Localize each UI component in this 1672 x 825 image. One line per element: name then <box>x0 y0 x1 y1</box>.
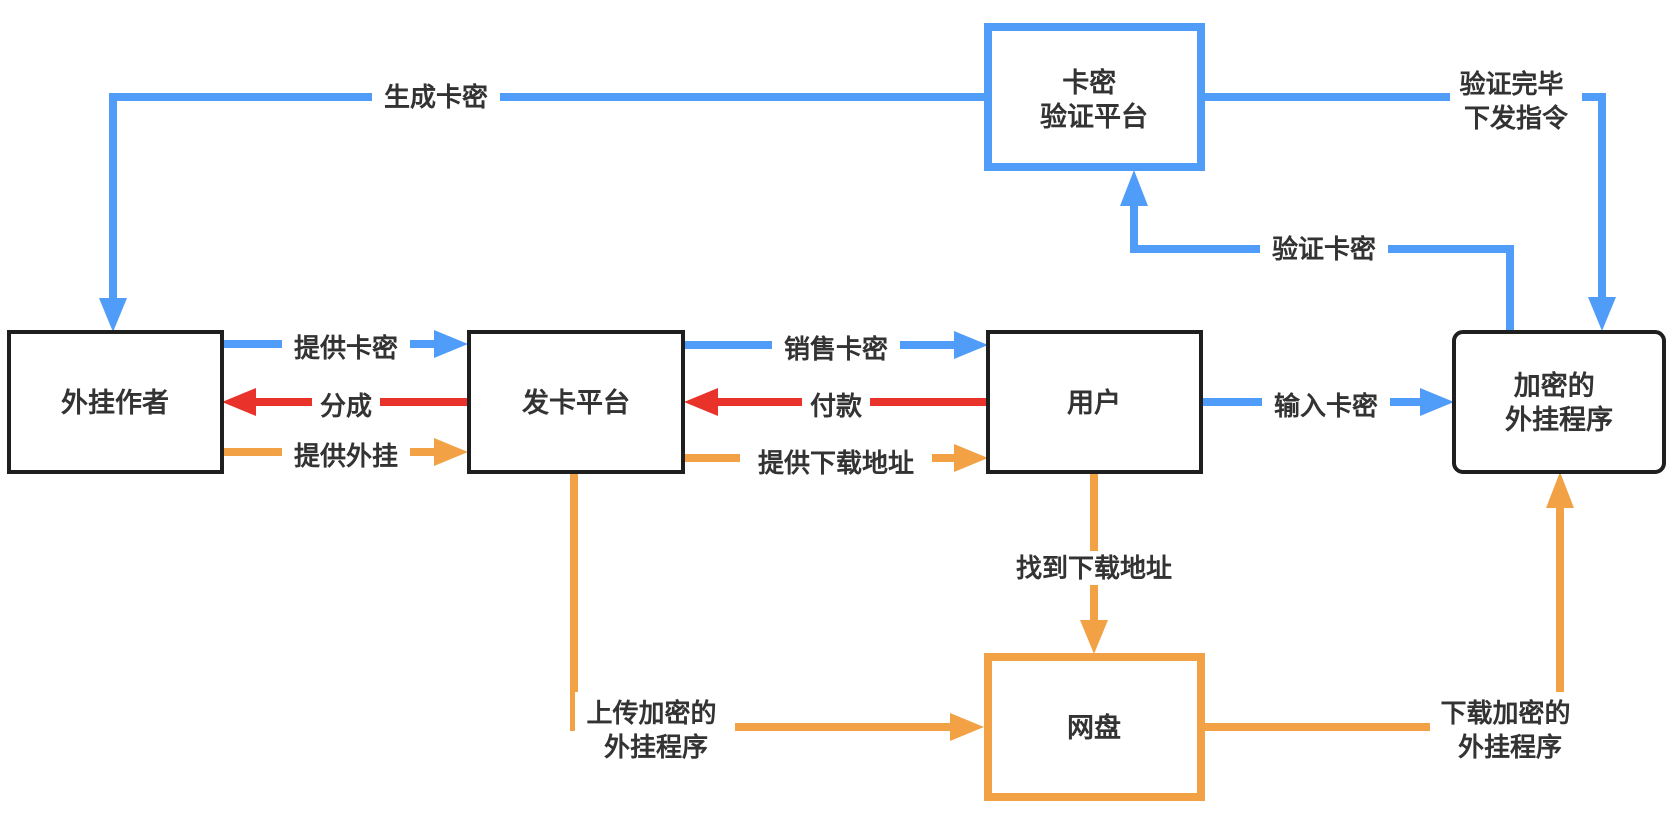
label-sell-key: 销售卡密 <box>772 332 900 366</box>
node-card-platform: 发卡平台 <box>467 330 685 474</box>
svg-text:上传加密的 外挂程序: 上传加密的 外挂程序 <box>586 698 725 763</box>
label-revenue-share: 分成 <box>312 389 380 423</box>
label-upload-program-line-2: 外挂程序 <box>604 732 708 763</box>
svg-text:输入卡密: 输入卡密 <box>1274 391 1378 422</box>
svg-text:网盘: 网盘 <box>1067 712 1121 744</box>
node-encrypted-program-line-1: 加密的 <box>1514 370 1595 402</box>
svg-text:验证卡密: 验证卡密 <box>1272 234 1376 265</box>
svg-text:发卡平台: 发卡平台 <box>521 387 630 419</box>
svg-text:分成: 分成 <box>320 392 372 422</box>
node-netdisk: 网盘 <box>984 653 1205 801</box>
label-sell-key-line: 销售卡密 <box>784 334 888 365</box>
node-author: 外挂作者 <box>7 330 224 474</box>
svg-text:外挂作者: 外挂作者 <box>61 388 169 419</box>
edge-upload-program <box>570 472 984 741</box>
label-download-program-line-2: 外挂程序 <box>1458 732 1562 763</box>
label-upload-program: 上传加密的 外挂程序 <box>575 692 735 768</box>
label-upload-program-line-1: 上传加密的 <box>586 698 716 729</box>
svg-text:找到下载地址: 找到下载地址 <box>1016 554 1172 584</box>
label-payment-line: 付款 <box>810 392 863 422</box>
label-download-program: 下载加密的 外挂程序 <box>1430 692 1590 768</box>
edge-download-program <box>1201 472 1574 731</box>
svg-text:生成卡密: 生成卡密 <box>384 82 488 113</box>
svg-text:加密的 外挂程序: 加密的 外挂程序 <box>1505 370 1613 436</box>
svg-text:销售卡密: 销售卡密 <box>784 334 888 365</box>
label-find-download-line: 找到下载地址 <box>1016 554 1172 584</box>
node-verify-platform-line-2: 验证平台 <box>1040 101 1148 133</box>
label-verify-done-line-1: 验证完毕 <box>1459 69 1563 100</box>
node-verify-platform: 卡密 验证平台 <box>984 23 1205 171</box>
label-enter-key: 输入卡密 <box>1262 389 1390 423</box>
label-provide-hack-line: 提供外挂 <box>294 442 398 472</box>
svg-text:提供卡密: 提供卡密 <box>294 333 398 364</box>
label-verify-key-line: 验证卡密 <box>1272 234 1376 265</box>
label-provide-download-line: 提供下载地址 <box>758 449 914 479</box>
edge-verify-done <box>1201 93 1616 331</box>
label-payment: 付款 <box>802 389 870 423</box>
label-provide-key-line: 提供卡密 <box>294 333 398 364</box>
label-find-download: 找到下载地址 <box>998 551 1190 585</box>
label-provide-hack: 提供外挂 <box>282 439 410 473</box>
svg-text:提供外挂: 提供外挂 <box>294 442 398 472</box>
label-generate-keys: 生成卡密 <box>372 80 500 114</box>
label-verify-done-line-2: 下发指令 <box>1464 103 1569 134</box>
label-provide-download: 提供下载地址 <box>740 446 932 480</box>
node-encrypted-program: 加密的 外挂程序 <box>1452 330 1666 474</box>
svg-text:卡密 验证平台: 卡密 验证平台 <box>1040 67 1148 133</box>
label-download-program-line-1: 下载加密的 <box>1440 698 1570 729</box>
edge-generate-keys <box>99 93 988 332</box>
label-provide-key: 提供卡密 <box>282 331 410 365</box>
svg-text:下载加密的 外挂程序: 下载加密的 外挂程序 <box>1440 698 1579 763</box>
edge-find-download <box>1080 472 1108 654</box>
node-card-platform-line: 发卡平台 <box>521 387 630 419</box>
node-user-line: 用户 <box>1067 387 1121 419</box>
node-encrypted-program-line-2: 外挂程序 <box>1505 404 1613 436</box>
node-verify-platform-line-1: 卡密 <box>1062 67 1116 99</box>
label-verify-key: 验证卡密 <box>1260 232 1388 266</box>
svg-text:验证完毕 下发指令: 验证完毕 下发指令 <box>1459 69 1572 134</box>
svg-text:提供下载地址: 提供下载地址 <box>758 449 914 479</box>
svg-text:付款: 付款 <box>810 392 863 422</box>
label-revenue-share-line: 分成 <box>320 392 372 422</box>
node-user: 用户 <box>986 330 1203 474</box>
svg-text:用户: 用户 <box>1067 387 1121 419</box>
label-generate-keys-line: 生成卡密 <box>384 82 488 113</box>
label-enter-key-line: 输入卡密 <box>1274 391 1378 422</box>
node-author-line: 外挂作者 <box>61 388 169 419</box>
label-verify-done: 验证完毕 下发指令 <box>1450 62 1582 138</box>
node-netdisk-line: 网盘 <box>1067 712 1121 744</box>
